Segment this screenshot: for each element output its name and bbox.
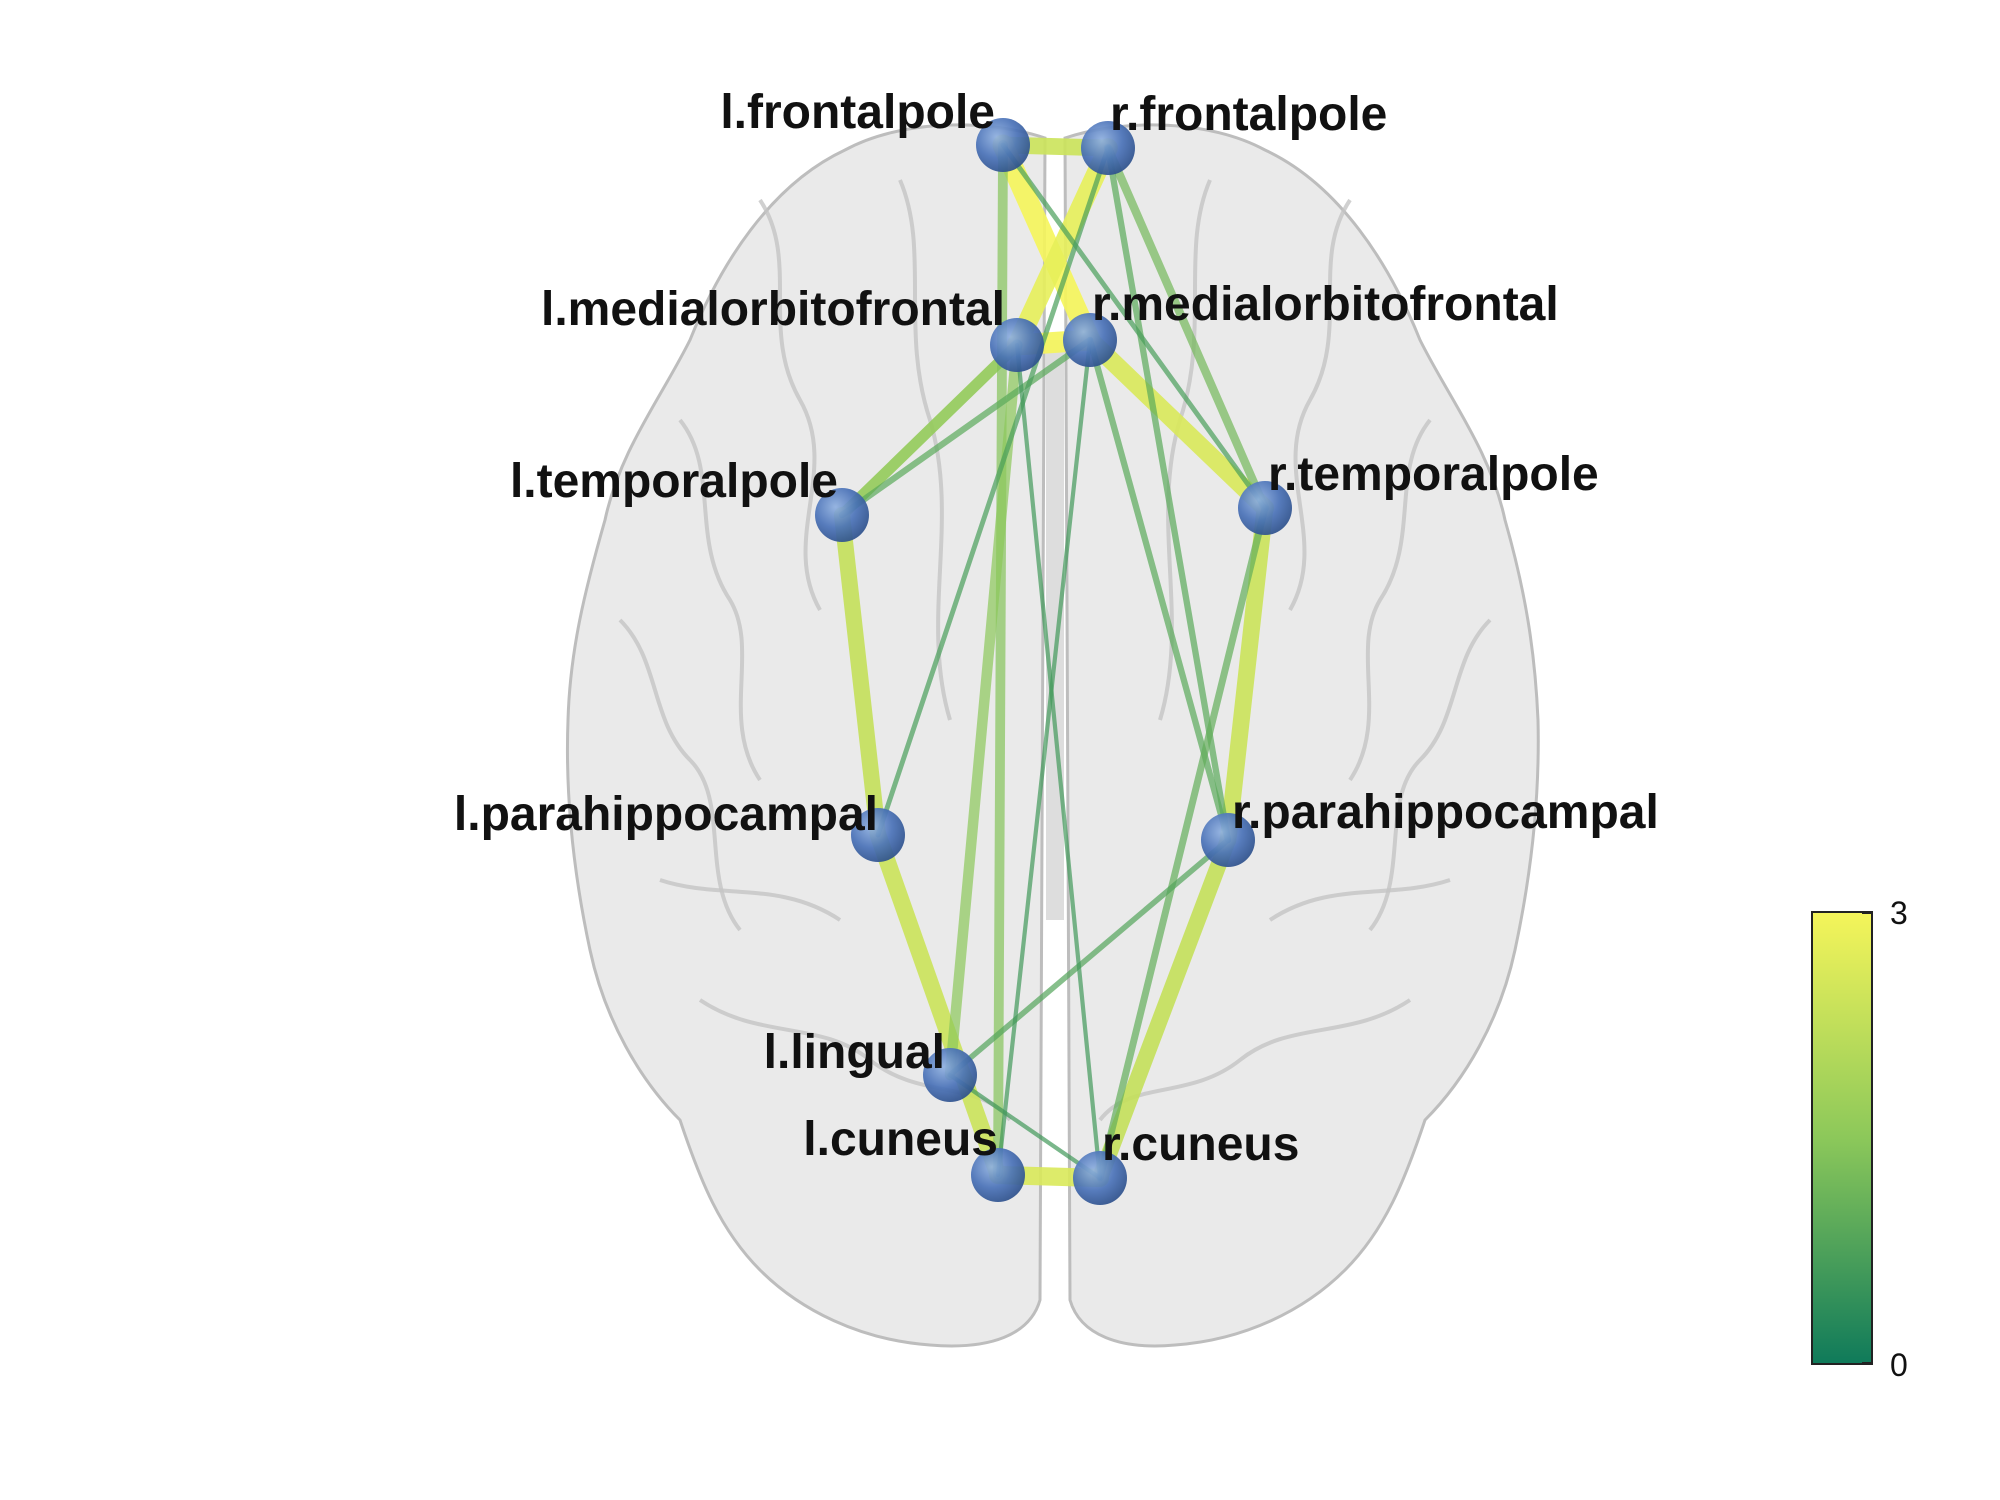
edge-rtp-rph xyxy=(1219,499,1274,849)
label-rfp: r.frontalpole xyxy=(1110,88,1387,141)
label-lph: l.parahippocampal xyxy=(454,788,878,841)
colorbar: 3 0 xyxy=(1811,895,1908,1383)
label-rtp: r.temporalpole xyxy=(1268,448,1599,501)
label-lmof: l.medialorbitofrontal xyxy=(541,283,1005,336)
label-ltp: l.temporalpole xyxy=(510,455,838,508)
edge-lph-lcu xyxy=(869,826,1007,1184)
node-lfp xyxy=(976,118,1030,172)
edge-ltp-lph xyxy=(833,506,887,844)
edge-rfp-lmof xyxy=(1007,138,1118,355)
label-rph: r.parahippocampal xyxy=(1232,786,1659,839)
label-lfp: l.frontalpole xyxy=(720,86,995,139)
label-rcu: r.cuneus xyxy=(1102,1118,1299,1171)
edge-rph-lli xyxy=(947,837,1231,1078)
region-nodes xyxy=(815,118,1292,1205)
label-lcu: l.cuneus xyxy=(803,1113,998,1166)
colorbar-min-label: 0 xyxy=(1890,1347,1908,1383)
node-lph xyxy=(851,808,905,862)
label-lli: l.lingual xyxy=(764,1026,945,1079)
node-lli xyxy=(923,1048,977,1102)
edge-rfp-lph xyxy=(875,145,1111,838)
edge-lfp-rtp xyxy=(1000,142,1268,511)
node-rfp xyxy=(1081,121,1135,175)
node-rcu xyxy=(1073,1151,1127,1205)
edge-lmof-rcu xyxy=(1014,342,1103,1181)
node-lcu xyxy=(971,1148,1025,1202)
region-labels: l.frontalpole r.frontalpole l.medialorbito… xyxy=(454,86,1659,1171)
edge-rph-rcu xyxy=(1091,831,1237,1187)
edge-lmof-lli xyxy=(944,339,1023,1081)
node-rph xyxy=(1201,813,1255,867)
node-lmof xyxy=(990,318,1044,372)
label-rmof: r.medialorbitofrontal xyxy=(1092,278,1559,331)
edge-lli-rcu xyxy=(947,1072,1103,1181)
midline-fissure xyxy=(1046,340,1064,920)
node-rtp xyxy=(1238,481,1292,535)
colorbar-gradient xyxy=(1811,911,1873,1365)
node-ltp xyxy=(815,488,869,542)
colorbar-max-label: 3 xyxy=(1890,895,1908,931)
edge-rmof-rtp xyxy=(1080,330,1275,518)
edge-lfp-lcu xyxy=(993,140,1008,1180)
edge-lmof-ltp xyxy=(836,339,1023,521)
edge-rfp-rtp xyxy=(1103,143,1270,513)
edge-rmof-lcu xyxy=(995,337,1093,1178)
edge-lfp-rmof xyxy=(992,134,1101,351)
edge-ltp-rmof xyxy=(838,336,1094,519)
edge-rfp-rph xyxy=(1104,144,1232,844)
node-rmof xyxy=(1063,313,1117,367)
edge-rtp-rcu xyxy=(1096,504,1269,1182)
